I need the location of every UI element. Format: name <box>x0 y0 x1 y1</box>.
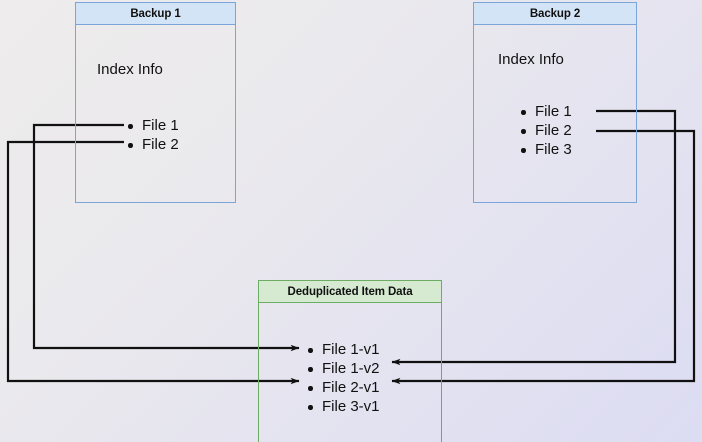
node-backup-2[interactable]: Backup 2 Index Info File 1 File 2 File 3 <box>473 2 637 203</box>
node-backup-1[interactable]: Backup 1 Index Info File 1 File 2 <box>75 2 236 203</box>
node-deduplicated-item-data[interactable]: Deduplicated Item Data File 1-v1 File 1-… <box>258 280 442 442</box>
backup-1-file-item[interactable]: File 1 <box>125 116 179 135</box>
backup-1-index-info-label: Index Info <box>97 61 163 78</box>
node-backup-2-title: Backup 2 <box>529 7 581 20</box>
dedup-item[interactable]: File 2-v1 <box>305 378 380 397</box>
connector-backup1-file2-to-file2v1 <box>6 140 300 385</box>
node-dedup-title: Deduplicated Item Data <box>287 285 413 298</box>
connector-backup1-file1-to-file1v1 <box>32 123 300 352</box>
node-backup-2-header: Backup 2 <box>474 3 636 25</box>
backup-2-file-item[interactable]: File 1 <box>518 102 572 121</box>
node-backup-1-title: Backup 1 <box>130 7 181 20</box>
backup-2-file-item[interactable]: File 3 <box>518 140 572 159</box>
node-backup-1-header: Backup 1 <box>76 3 235 25</box>
backup-2-file-item[interactable]: File 2 <box>518 121 572 140</box>
dedup-item[interactable]: File 3-v1 <box>305 397 380 416</box>
backup-2-index-info-label: Index Info <box>498 51 564 68</box>
backup-1-file-item[interactable]: File 2 <box>125 135 179 154</box>
connector-backup2-file2-to-file2v1 <box>391 129 696 385</box>
dedup-item-list: File 1-v1 File 1-v2 File 2-v1 File 3-v1 <box>305 340 380 416</box>
connector-backup2-file1-to-file1v2 <box>391 109 677 366</box>
backup-1-file-list: File 1 File 2 <box>125 116 179 154</box>
node-dedup-header: Deduplicated Item Data <box>259 281 441 303</box>
dedup-item[interactable]: File 1-v2 <box>305 359 380 378</box>
dedup-item[interactable]: File 1-v1 <box>305 340 380 359</box>
backup-2-file-list: File 1 File 2 File 3 <box>518 102 572 159</box>
